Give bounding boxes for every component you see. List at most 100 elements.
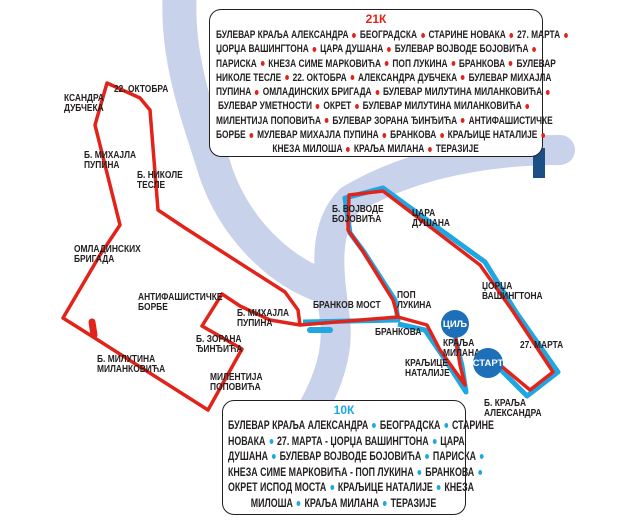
bullet-icon (444, 423, 449, 429)
route-10k-title: 10К (333, 403, 355, 417)
street-name: АЛЕКСАНДРА ДУБЧЕКА (358, 71, 458, 84)
street-label-line: ВАШИНГТОНА (482, 290, 543, 302)
bullet-icon (478, 469, 482, 475)
street-name: БУЛЕВАР КРАЉА АЛЕКСАНДРА (228, 420, 369, 432)
bullet-icon (352, 32, 357, 38)
street-label-line: ЦАРА (412, 207, 436, 219)
street-label-line: Б. КРАЉА (484, 397, 527, 409)
street-label-22-oktobra: 22. ОКТОБРА (114, 83, 169, 95)
start-label: СТАРТ (472, 357, 504, 369)
bullet-icon (563, 32, 568, 38)
street-name: БРАНКОВА (458, 57, 506, 70)
route-21k-turnaround (88, 318, 98, 339)
street-label-line: КРАЉИЦЕ (405, 357, 449, 369)
street-name: 22. ОКТОБРА (292, 71, 347, 84)
bullet-icon (417, 469, 422, 475)
bullet-icon (330, 485, 335, 491)
street-label-line: АНТИФАШИСТИЧКЕ (138, 291, 223, 303)
street-label-line: Б. НИКОЛЕ (137, 169, 183, 181)
street-name: АНТИФАШИСТИЧКЕ (468, 114, 553, 127)
bullet-icon (525, 104, 530, 110)
street-label-line: КСАНДРА (64, 92, 104, 104)
street-name: МУЛЕВАР МИХАЈЛА ПУПИНА (257, 129, 379, 142)
street-label-line: 22. ОКТОБРА (114, 83, 169, 95)
street-name: КНЕЗА МИЛОША (272, 143, 343, 156)
route-21k-path-east (299, 189, 555, 392)
start-marker: СТАРТ (473, 348, 503, 378)
street-label-line: 27. МАРТА (520, 339, 564, 351)
bullet-icon (296, 500, 301, 506)
street-label-line: Б. МИХАЈЛА (237, 307, 290, 319)
bullet-icon (508, 61, 513, 67)
bullet-icon (425, 454, 429, 460)
street-name: КНЕЗА (444, 482, 475, 494)
bullet-icon (284, 75, 289, 81)
bullet-icon (440, 132, 444, 138)
street-label-line: Б. МИХАЈЛА (84, 149, 137, 161)
route-21k-path (61, 81, 302, 412)
street-name: БУЛЕВАР ЗОРАНА ЂИНЂИЋА (332, 114, 458, 127)
street-label-line: МИЛЕНТИЈА (210, 371, 263, 383)
street-label-line: БРАНКОВА (375, 326, 422, 338)
street-name: ДУШАНА (228, 451, 269, 463)
bullet-icon (260, 61, 265, 67)
street-label-line: МИЛАНА (443, 347, 481, 359)
bullet-icon (355, 104, 359, 110)
street-name: ПОП ЛУКИНА (392, 57, 448, 70)
street-name: ЦАРА ДУШАНА (320, 43, 384, 56)
river-sava (285, 135, 575, 445)
street-name: НИКОЛЕ ТЕСЛЕ (216, 71, 282, 84)
bullet-icon (532, 46, 537, 52)
street-list-line: НИКОЛЕ ТЕСЛЕ 22. ОКТОБРА АЛЕКСАНДРА ДУБЧЕК… (216, 71, 551, 85)
street-name: МИЛОША (250, 497, 293, 510)
street-label-line: КРАЉА (443, 337, 475, 349)
street-label-line: Б. ВОЈВОДЕ (332, 203, 384, 215)
bullet-icon (461, 118, 465, 124)
street-name: СТАРИНЕ НОВАКА (428, 29, 506, 41)
street-name: БУЛЕВАР МИЛУТИНА МИЛАНКОВИЋА (362, 100, 522, 113)
bullet-icon (249, 132, 254, 138)
bullet-icon (461, 75, 465, 81)
street-name: БУЛЕВАР КРАЉА АЛЕКСАНДРА (216, 29, 349, 41)
bullet-icon (436, 485, 441, 491)
street-name: ПУПИНА (216, 86, 252, 99)
street-label-line: ПОП (397, 289, 416, 301)
street-name: БУЛЕВАР ВОЈВОДЕ БОЈОВИЋА (394, 43, 529, 56)
street-label-line: Б. ЗОРАНА (196, 333, 242, 345)
bullet-icon (372, 423, 377, 429)
street-label-brankova: БРАНКОВА (375, 326, 422, 338)
street-label-line: АЛЕКСАНДРА (484, 407, 542, 419)
street-name: БЕОГРАДСКА (379, 420, 441, 432)
street-label-line: НАТАЛИЈЕ (405, 367, 450, 379)
street-label-line: МИЛАНКОВИЋА (97, 363, 166, 375)
street-name: ПАРИСКА (216, 57, 257, 70)
finish-label: ЦИЉ (442, 318, 468, 330)
street-name: КРАЉА МИЛАНА (304, 497, 380, 510)
street-list-line: МИЛОША КРАЉА МИЛАНА ТЕРАЗИЈЕ (228, 497, 459, 513)
street-name: ТЕРАЗИЈЕ (390, 497, 437, 510)
bullet-icon (451, 61, 456, 67)
bullet-icon (324, 118, 329, 124)
bullet-icon (350, 75, 355, 81)
street-label-line: ПУПИНА (84, 159, 120, 171)
street-label-line: Б. МИЛУТИНА (97, 353, 156, 365)
street-name: ОКРЕТ (323, 100, 352, 113)
street-name: ОКРЕТ ИСПОД МОСТА (228, 482, 327, 494)
